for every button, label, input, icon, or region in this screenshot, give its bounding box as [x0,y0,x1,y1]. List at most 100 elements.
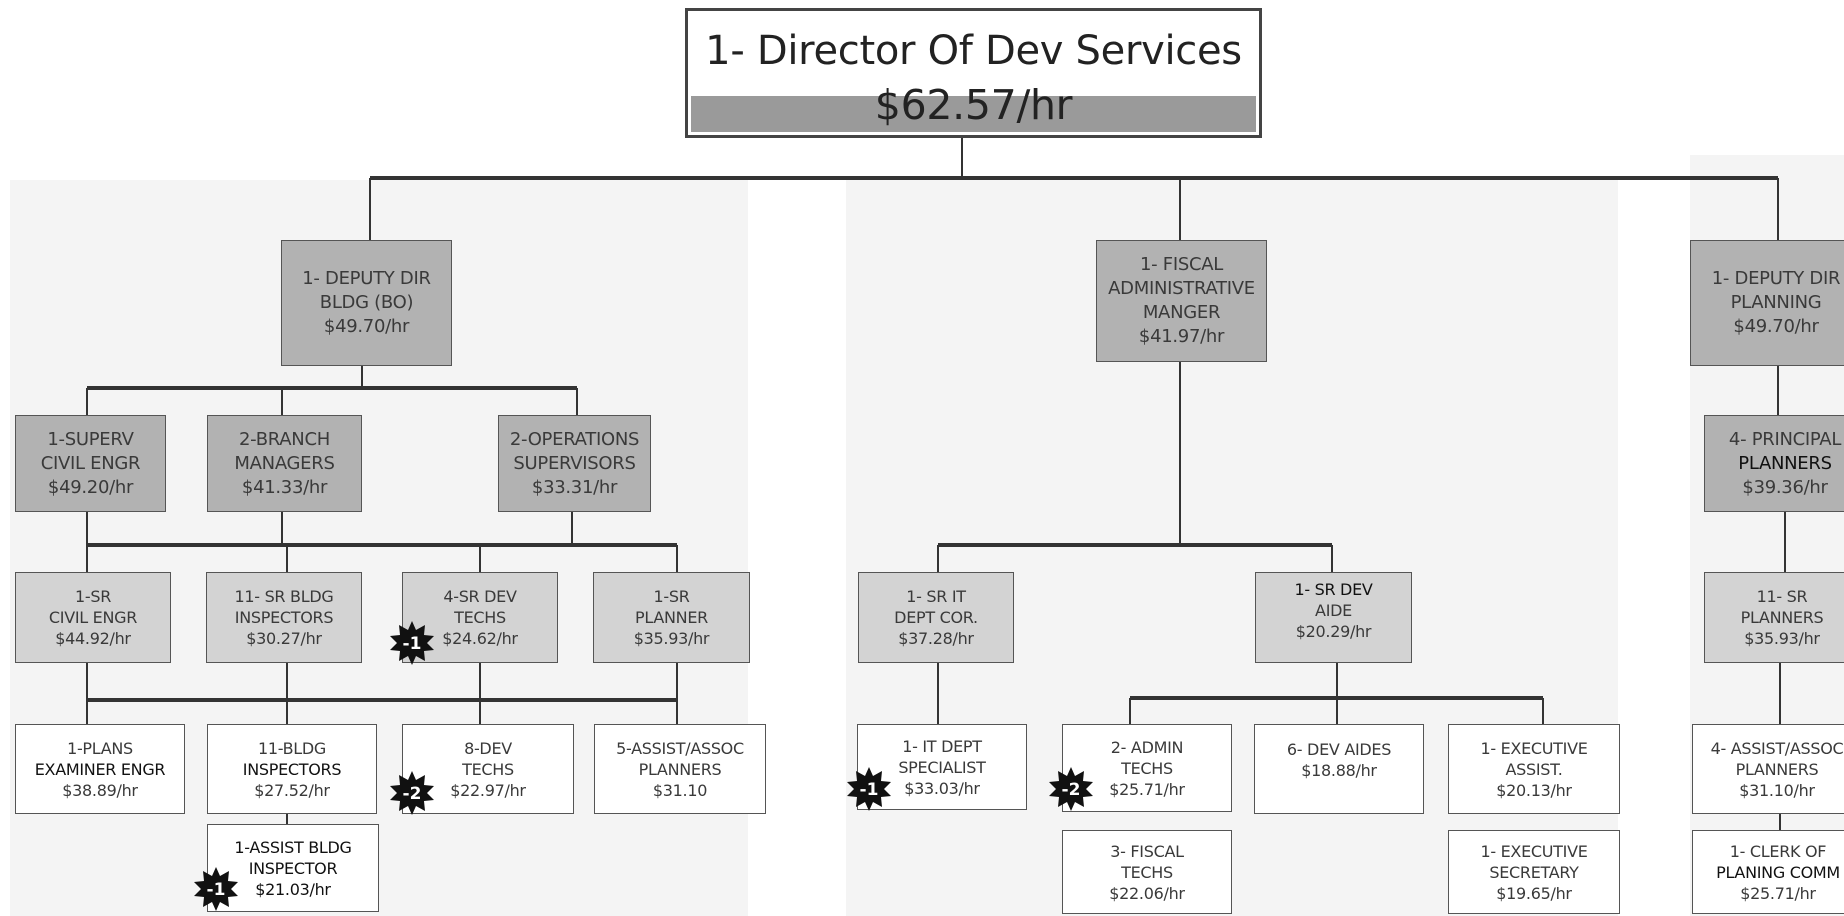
box-sr-it-dept-cor: 1- SR IT DEPT COR. $37.28/hr [858,572,1014,663]
fiscal-techs-rate: $22.06/hr [1109,883,1185,903]
assist-planners-right-line1: 4- ASSIST/ASSOC [1710,738,1844,758]
box-clerk-planning-comm: 1- CLERK OF PLANING COMM $25.71/hr [1692,830,1844,914]
sr-civil-line2: CIVIL ENGR [48,608,138,627]
dev-techs-line2: TECHS [462,759,514,779]
box-principal-planners: 4- PRINCIPAL PLANNERS $39.36/hr [1704,415,1844,512]
starburst-badge-sr-dev: -1 [390,621,434,665]
fiscal-line3: MANGER [1142,302,1221,323]
box-sr-civil-engr: 1-SR CIVIL ENGR $44.92/hr [15,572,171,663]
principal-rate: $39.36/hr [1742,476,1828,498]
director-box: 1- Director Of Dev Services $62.57/hr [685,8,1262,138]
plans-exam-line1: 1-PLANS [67,738,133,758]
bldg-insp-line2: INSPECTORS [242,759,342,779]
branch-line2: MANAGERS [234,452,335,474]
deputy-bldg-rate: $49.70/hr [323,316,410,337]
box-branch-managers: 2-BRANCH MANAGERS $41.33/hr [207,415,362,512]
sr-dev-aide-line2: AIDE [1315,601,1352,620]
badge-label-admin-techs: -2 [1062,780,1081,800]
dev-techs-line1: 8-DEV [464,738,512,758]
starburst-badge-assist-bldg: -1 [194,867,238,911]
principal-line2: PLANNERS [1738,452,1832,474]
admin-techs-rate: $25.71/hr [1109,779,1185,799]
deputy-bldg-line2: BLDG (BO) [319,292,414,313]
plans-exam-rate: $38.89/hr [62,780,138,800]
sr-planner-rate: $35.93/hr [633,629,710,648]
box-fiscal-techs: 3- FISCAL TECHS $22.06/hr [1062,830,1232,914]
box-operations-supervisors: 2-OPERATIONS SUPERVISORS $33.31/hr [498,415,651,512]
sr-dev-line2: TECHS [454,608,506,627]
exec-assist-rate: $20.13/hr [1496,780,1572,800]
deputy-bldg-line1: 1- DEPUTY DIR [302,268,431,289]
exec-assist-line1: 1- EXECUTIVE [1480,738,1588,758]
sr-dev-aide-rate: $20.29/hr [1295,622,1372,641]
clerk-line2: PLANING COMM [1716,862,1840,882]
sr-planners-right-line2: PLANNERS [1740,608,1824,627]
clerk-line1: 1- CLERK OF [1729,841,1827,861]
deputy-planning-line1: 1- DEPUTY DIR [1711,268,1841,289]
box-fiscal-admin-manager: 1- FISCAL ADMINISTRATIVE MANGER $41.97/h… [1096,240,1267,362]
box-admin-techs: 2- ADMIN TECHS $25.71/hr [1062,724,1232,812]
sr-bldg-line2: INSPECTORS [234,608,334,627]
box-assist-assoc-planners-right: 4- ASSIST/ASSOC PLANNERS $31.10/hr [1692,724,1844,814]
box-sr-dev-aide: 1- SR DEV AIDE $20.29/hr [1255,572,1412,663]
fiscal-techs-line2: TECHS [1121,862,1173,882]
badge-label-dev-techs: -2 [403,784,422,804]
sr-planner-line2: PLANNER [635,608,708,627]
box-assist-bldg-inspector: 1-ASSIST BLDG INSPECTOR $21.03/hr [207,824,379,912]
sr-dev-line1: 4-SR DEV [443,587,517,606]
badge-label-assist-bldg: -1 [207,880,226,900]
director-rate-band [691,96,1256,132]
branch-line1: 2-BRANCH [239,428,330,450]
exec-sec-rate: $19.65/hr [1496,883,1572,903]
it-dept-line1: 1- IT DEPT [902,736,982,756]
assist-bldg-line2: INSPECTOR [248,858,338,878]
deputy-planning-rate: $49.70/hr [1733,316,1819,337]
sr-it-rate: $37.28/hr [898,629,974,648]
sr-civil-line1: 1-SR [74,587,112,606]
ops-line2: SUPERVISORS [513,452,636,474]
badge-label-it-dept: -1 [860,780,879,800]
sr-dev-rate: $24.62/hr [442,629,518,648]
ops-line1: 2-OPERATIONS [509,428,640,450]
assist-bldg-rate: $21.03/hr [255,879,331,899]
box-deputy-dir-planning: 1- DEPUTY DIR PLANNING $49.70/hr [1690,240,1844,366]
box-deputy-dir-bldg: 1- DEPUTY DIR BLDG (BO) $49.70/hr [281,240,452,366]
principal-line1: 4- PRINCIPAL [1728,428,1842,450]
assist-planners-right-rate: $31.10/hr [1739,780,1815,800]
dev-techs-rate: $22.97/hr [450,780,526,800]
admin-techs-line1: 2- ADMIN [1110,737,1184,757]
box-assist-assoc-planners-left: 5-ASSIST/ASSOC PLANNERS $31.10 [594,724,766,814]
sr-planners-right-rate: $35.93/hr [1744,629,1820,648]
sr-planner-line1: 1-SR [653,587,690,606]
assist-bldg-line1: 1-ASSIST BLDG [234,837,352,857]
exec-sec-line2: SECRETARY [1489,862,1579,882]
sr-planners-right-line1: 11- SR [1756,587,1808,606]
admin-techs-line2: TECHS [1121,758,1173,778]
sr-bldg-line1: 11- SR BLDG [234,587,334,606]
ops-rate: $33.31/hr [531,476,618,498]
box-dev-aides: 6- DEV AIDES $18.88/hr [1254,724,1424,814]
branch-rate: $41.33/hr [241,476,328,498]
box-sr-planners-right: 11- SR PLANNERS $35.93/hr [1704,572,1844,663]
box-executive-secretary: 1- EXECUTIVE SECRETARY $19.65/hr [1448,830,1620,914]
dev-aides-rate: $18.88/hr [1301,761,1377,780]
starburst-badge-dev-techs: -2 [390,771,434,815]
box-bldg-inspectors: 11-BLDG INSPECTORS $27.52/hr [207,724,377,814]
box-plans-examiner-engr: 1-PLANS EXAMINER ENGR $38.89/hr [15,724,185,814]
sr-it-line2: DEPT COR. [894,608,978,627]
box-sr-bldg-inspectors: 11- SR BLDG INSPECTORS $30.27/hr [206,572,362,663]
bldg-insp-rate: $27.52/hr [254,780,330,800]
box-superv-civil-engr: 1-SUPERV CIVIL ENGR $49.20/hr [15,415,166,512]
assist-planners-left-line2: PLANNERS [638,759,722,779]
fiscal-line1: 1- FISCAL [1140,254,1223,275]
clerk-rate: $25.71/hr [1740,883,1816,903]
sr-civil-rate: $44.92/hr [55,629,131,648]
exec-assist-line2: ASSIST. [1505,759,1563,779]
exec-sec-line1: 1- EXECUTIVE [1480,841,1588,861]
starburst-badge-admin-techs: -2 [1049,767,1093,811]
fiscal-line2: ADMINISTRATIVE [1108,278,1255,299]
assist-planners-left-rate: $31.10 [652,780,708,800]
sr-bldg-rate: $30.27/hr [246,629,322,648]
